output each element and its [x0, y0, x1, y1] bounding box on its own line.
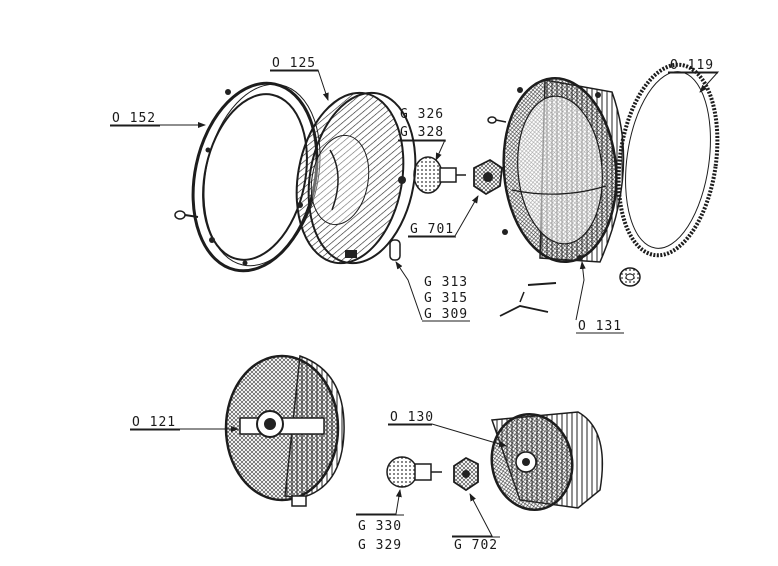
label-g313: G 313	[424, 275, 468, 290]
socket-g701	[473, 158, 503, 196]
label-g702: G 702	[454, 538, 498, 553]
label-o121: O 121	[132, 415, 176, 430]
leader-g701	[408, 195, 479, 237]
screw-part	[174, 210, 199, 220]
socket-g702	[453, 456, 479, 492]
label-g326: G 326	[400, 107, 444, 122]
label-o125: O 125	[272, 56, 316, 71]
lens-reflector-o125	[295, 91, 417, 265]
housing-o131	[502, 76, 625, 264]
label-g315: G 315	[424, 291, 468, 306]
label-g330: G 330	[358, 519, 402, 534]
mounting-clip	[499, 282, 557, 317]
lamp-housing-o130	[490, 411, 604, 512]
screw-part	[487, 116, 507, 124]
leader-o119	[668, 71, 720, 93]
grommet	[619, 267, 641, 287]
label-g329: G 329	[358, 538, 402, 553]
label-o130: O 130	[390, 410, 434, 425]
label-g328: G 328	[400, 125, 444, 140]
leader-g328	[398, 139, 446, 161]
lamp-cover-o121	[224, 354, 345, 507]
leader-g330	[356, 489, 402, 515]
leader-o131	[575, 261, 586, 321]
gasket-o119	[616, 62, 720, 258]
bulb-g326	[413, 156, 466, 194]
leader-g309	[395, 261, 423, 321]
bulb-g330	[386, 456, 442, 488]
leader-o125	[270, 69, 329, 101]
label-o119: O 119	[670, 58, 714, 73]
leader-o130	[388, 423, 507, 447]
label-o131: O 131	[578, 319, 622, 334]
label-g309: G 309	[424, 307, 468, 322]
bulb-cap-g313	[389, 239, 401, 261]
label-g701: G 701	[410, 222, 454, 237]
label-o152: O 152	[112, 111, 156, 126]
leader-g702	[452, 493, 493, 537]
